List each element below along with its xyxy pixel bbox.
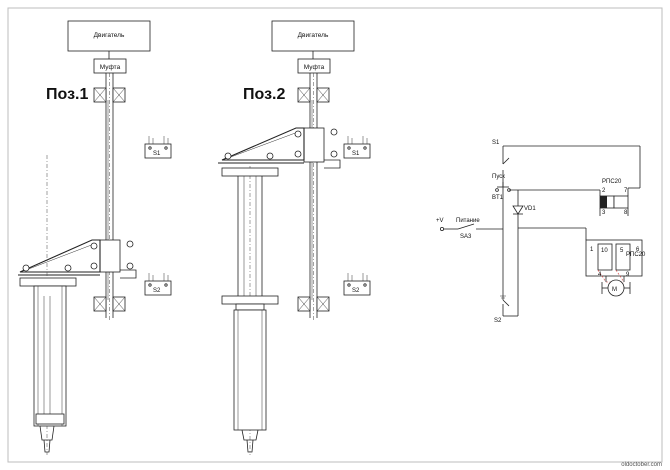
limit-switch-s1-pos1 [144,136,172,159]
pin-3: 3 [602,210,606,216]
power-label: Питание [456,218,480,224]
cylinder-tip-1 [39,425,55,453]
nut-block-1 [99,239,121,273]
pin-4: 4 [598,272,602,278]
relay-rps20-contacts [585,239,643,283]
pin-6: 6 [636,247,640,253]
limit-switch-s1-pos2 [343,136,371,159]
bearing-bottom-1 [93,296,126,312]
cylinder-flange-2 [221,167,279,177]
pin-8: 8 [624,210,628,216]
nut-block-2 [303,127,325,163]
schematic-s2-label: S2 [494,318,502,324]
bearing-bottom-2 [297,296,330,312]
bearing-top-1 [93,87,126,103]
limit-switch-s2-pos2 [343,273,371,296]
motor-symbol-label: M [612,287,617,293]
bracket-rib-1 [25,243,95,271]
bracket-2 [221,127,305,161]
ground-ticks [500,295,506,299]
position-1-assembly: Двигатель Муфта [18,20,172,455]
piston-1 [35,413,65,425]
coupling-label-1: Муфта [100,64,121,71]
plus-v-label: +V [436,218,444,224]
motor-box-1 [67,20,151,52]
control-schematic: M [439,145,643,317]
s1-label-pos2: S1 [352,151,360,157]
position-2-label: Поз.2 [243,86,285,103]
coupling-box-2 [297,58,331,74]
coupling-box-1 [93,58,127,74]
pin-5: 5 [620,248,624,254]
pin-2: 2 [602,188,606,194]
bracket-lug-1 [120,269,137,279]
bracket-bolts-2 [224,128,338,160]
vd1-label: VD1 [524,206,536,212]
pin-7: 7 [624,188,628,194]
switch-s1-contact [502,157,510,165]
motor-label-1: Двигатель [94,32,125,39]
relay-rps20-coil [599,187,640,216]
bracket-rib-2 [227,131,299,159]
plunger-flange-2 [221,295,279,305]
pin-10: 10 [601,248,608,254]
s1-label-pos1: S1 [153,151,161,157]
pin-9: 9 [626,272,630,278]
position-2-assembly: Двигатель Муфта [218,20,371,455]
motor-m [601,279,631,297]
relay-coil-label: РПС20 [602,179,622,185]
drawing-frame [7,7,663,463]
sa3-label: SA3 [460,234,472,240]
cylinder-tip-2 [241,429,259,453]
pin-1: 1 [590,247,594,253]
position-1-label: Поз.1 [46,86,88,103]
cylinder-flange-1 [19,277,77,287]
limit-switch-s2-pos1 [144,273,172,296]
relay-contacts-label: РПС20 [626,252,646,258]
switch-s2-contact [502,299,510,307]
power-switch-sa3 [439,223,503,231]
bt1-label: BT1 [492,195,504,201]
bearing-top-2 [297,87,330,103]
motor-box-2 [271,20,355,52]
s2-label-pos2: S2 [352,288,360,294]
bracket-bolts-1 [22,240,134,272]
schematic-s1-label: S1 [492,140,500,146]
bracket-lug-2 [324,159,341,169]
coupling-label-2: Муфта [304,64,325,71]
watermark: oldoctober.com [621,462,662,468]
cylinder-body-2 [233,309,267,431]
bracket-1 [19,239,101,273]
motor-label-2: Двигатель [298,32,329,39]
start-button-bt1 [495,182,511,192]
s2-label-pos1: S2 [153,288,161,294]
start-label: Пуск [492,174,505,180]
diode-vd1 [512,190,524,228]
